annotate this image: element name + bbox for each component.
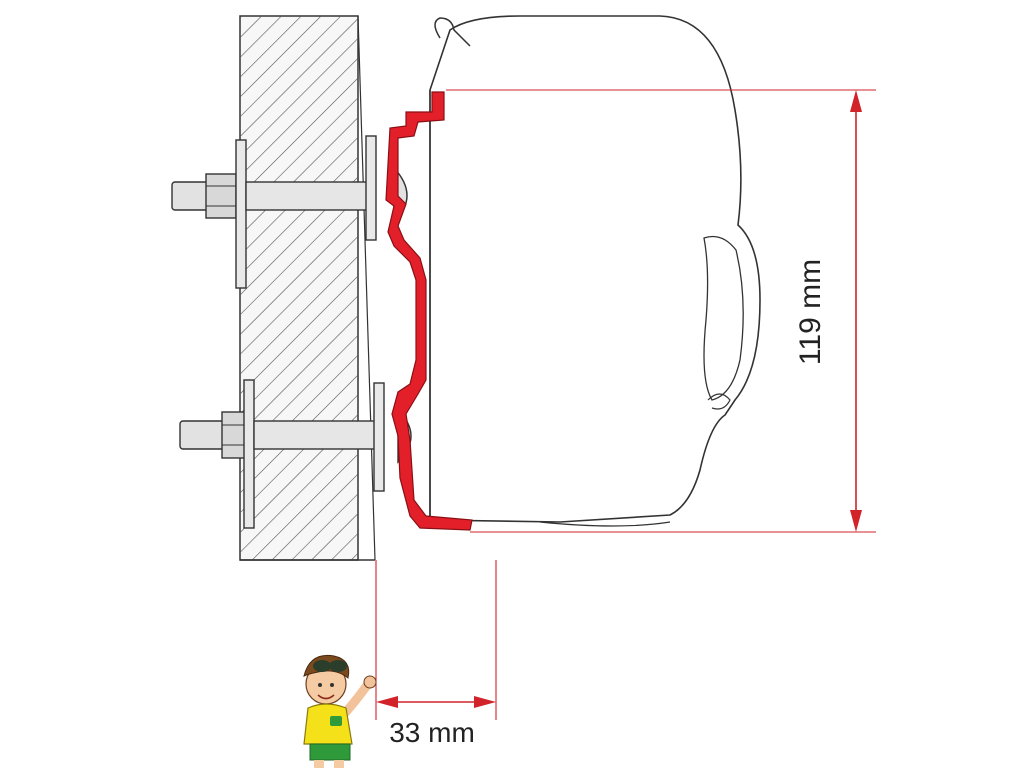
adapter-bracket [385, 91, 473, 531]
awning-housing [429, 15, 761, 527]
depth-label: 33 mm [389, 717, 475, 748]
height-dimension: 119 mm [446, 89, 876, 533]
wall-section [239, 15, 376, 561]
depth-dimension: 33 mm [375, 560, 497, 748]
waving-boy-icon [303, 654, 377, 768]
height-label: 119 mm [794, 259, 827, 365]
